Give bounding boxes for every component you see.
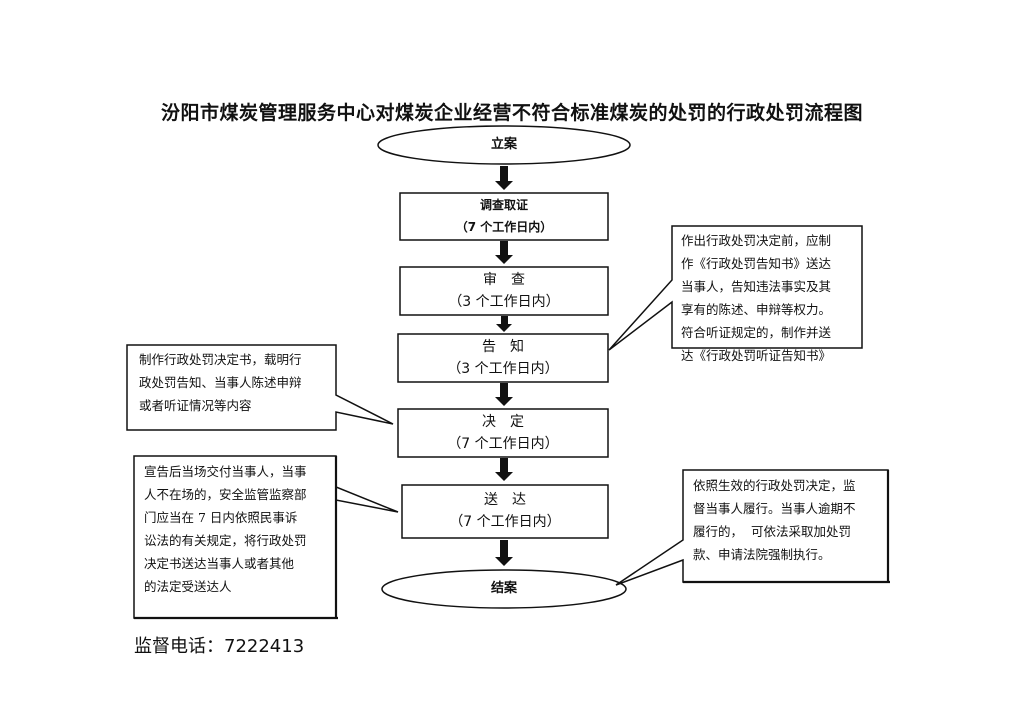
investigate-box (399, 192, 609, 241)
review-box (399, 266, 609, 316)
deliver-box (401, 484, 609, 539)
flow-arrows (495, 166, 513, 566)
supervision-phone: 监督电话：7222413 (134, 636, 305, 657)
deliver-name: 送 达 (484, 492, 526, 508)
review-label: 审 查 （3 个工作日内） (400, 269, 608, 313)
decide-note-callout (126, 344, 394, 431)
arrow-notify-to-decide (495, 383, 513, 406)
deliver-label: 送 达 （7 个工作日内） (402, 489, 608, 533)
deliver-note-text: 宣告后当场交付当事人，当事 人不在场的，安全监管监察部 门应当在 7 日内依照民… (144, 464, 307, 594)
notify-note-callout (608, 225, 863, 351)
review-name: 审 查 (483, 272, 525, 288)
start-label: 立案 (490, 137, 517, 152)
arrow-deliver-to-end (495, 540, 513, 566)
notify-box (397, 333, 609, 383)
arrow-decide-to-deliver (495, 458, 513, 481)
notify-name: 告 知 (482, 339, 524, 355)
decide-note-text: 制作行政处罚决定书，载明行 政处罚告知、当事人陈述申辩 或者听证情况等内容 (139, 352, 302, 413)
decide-name: 决 定 (482, 414, 524, 430)
end-ellipse (381, 569, 627, 609)
arrow-investigate-to-review (495, 241, 513, 264)
decide-box (397, 408, 609, 458)
end-note-text: 依照生效的行政处罚决定，监 督当事人履行。当事人逾期不 履行的， 可依法采取加处… (693, 478, 856, 562)
decide-label: 决 定 （7 个工作日内） (398, 411, 608, 455)
decide-time: （7 个工作日内） (447, 436, 559, 452)
arrow-start-to-investigate (495, 166, 513, 190)
investigate-name: 调查取证 (479, 198, 528, 212)
start-ellipse (377, 125, 631, 165)
page-title: 汾阳市煤炭管理服务中心对煤炭企业经营不符合标准煤炭的处罚的行政处罚流程图 (160, 102, 863, 124)
investigate-time: （7 个工作日内） (455, 220, 553, 234)
review-time: （3 个工作日内） (448, 294, 560, 310)
notify-time: （3 个工作日内） (447, 361, 559, 377)
arrow-review-to-notify (496, 316, 512, 332)
end-label: 结案 (490, 581, 517, 596)
notify-note-text: 作出行政处罚决定前，应制 作《行政处罚告知书》送达 当事人，告知违法事实及其 享… (681, 233, 832, 363)
investigate-label: 调查取证 （7 个工作日内） (400, 194, 608, 238)
notify-label: 告 知 （3 个工作日内） (398, 336, 608, 380)
deliver-time: （7 个工作日内） (449, 514, 561, 530)
